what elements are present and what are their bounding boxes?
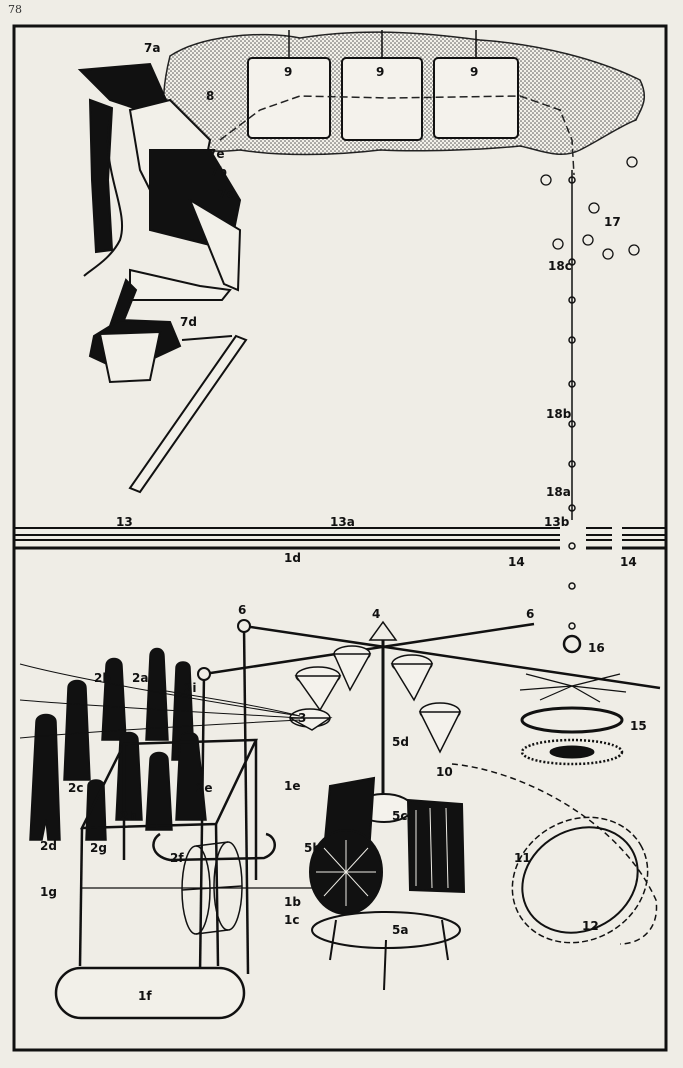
label-10: 10 (436, 765, 453, 779)
label-15: 15 (630, 719, 647, 733)
label-2c: 2c (68, 781, 83, 795)
scissors-pivot-left (197, 667, 211, 681)
label-7d: 7d (180, 315, 197, 329)
label-1g: 1g (40, 885, 57, 899)
label-6a: 6 (238, 603, 246, 617)
capillary-lines (19, 663, 301, 739)
bride-figure (77, 62, 248, 494)
label-2b: 2b (94, 671, 111, 685)
ring-11-12 (521, 826, 639, 934)
malic-mold-2h (115, 731, 143, 821)
scissors-pivot-6a (237, 619, 251, 633)
label-16: 16 (588, 641, 605, 655)
falling-arrows (568, 170, 576, 630)
label-2i: 2i (184, 681, 196, 695)
label-6b: 6 (526, 607, 534, 621)
oculist-witnesses (451, 634, 658, 945)
label-1e: 1e (284, 779, 301, 793)
label-2e: 2e (196, 781, 213, 795)
sled-runner-1f (54, 966, 246, 1020)
malic-molds (29, 647, 207, 841)
label-7b: 7b (210, 165, 227, 179)
label-2h: 2h (120, 809, 137, 823)
label-8: 8 (206, 89, 214, 103)
label-14b: 14 (620, 555, 637, 569)
sieves (289, 645, 462, 754)
outer-frame (12, 24, 668, 1052)
labels: 7a 8 9 9 9 7e 7b 7c 7d 17 18c 18b 18a 13… (40, 41, 647, 1003)
malic-mold-2b (101, 657, 127, 741)
label-12: 12 (582, 919, 599, 933)
malic-mold-2a (145, 647, 169, 741)
label-2f: 2f (170, 851, 184, 865)
draft-pistons (247, 57, 519, 141)
chocolate-grinder (309, 776, 466, 991)
label-7c: 7c (218, 187, 233, 201)
malic-mold-2g (85, 779, 107, 841)
label-9c: 9 (470, 65, 478, 79)
label-1f: 1f (138, 989, 152, 1003)
label-18a: 18a (546, 485, 571, 499)
label-5c: 5c (392, 809, 407, 823)
label-1d: 1d (284, 551, 301, 565)
page-number: 78 (8, 3, 22, 16)
shots-circles (540, 156, 640, 260)
label-7e: 7e (208, 147, 225, 161)
label-3: 3 (298, 711, 306, 725)
label-4: 4 (372, 607, 380, 621)
label-7a: 7a (144, 41, 160, 55)
horizon-bars (14, 522, 666, 554)
label-5b: 5b (304, 841, 321, 855)
scissors-bars (198, 622, 661, 975)
dashed-path-10 (451, 763, 658, 945)
label-11: 11 (514, 851, 531, 865)
label-9a: 9 (284, 65, 292, 79)
label-5a: 5a (392, 923, 408, 937)
label-2a: 2a (132, 671, 148, 685)
label-1b: 1b (284, 895, 301, 909)
malic-mold-2d (29, 713, 61, 841)
label-1c: 1c (284, 913, 299, 927)
ring-15 (520, 706, 624, 734)
label-18c: 18c (548, 259, 572, 273)
water-mill-wheel (181, 841, 243, 935)
malic-mold-2e (175, 731, 207, 821)
label-13b: 13b (544, 515, 570, 529)
label-17: 17 (604, 215, 621, 229)
label-14a: 14 (508, 555, 525, 569)
label-2d: 2d (40, 839, 57, 853)
label-13a: 13a (330, 515, 355, 529)
malic-mold-2c (63, 679, 91, 781)
ring-16 (562, 634, 582, 654)
label-18b: 18b (546, 407, 572, 421)
label-13: 13 (116, 515, 133, 529)
label-9b: 9 (376, 65, 384, 79)
cloud-dashed-path (219, 95, 575, 176)
label-2g: 2g (90, 841, 107, 855)
label-5d: 5d (392, 735, 409, 749)
bayonet-top (368, 620, 398, 641)
